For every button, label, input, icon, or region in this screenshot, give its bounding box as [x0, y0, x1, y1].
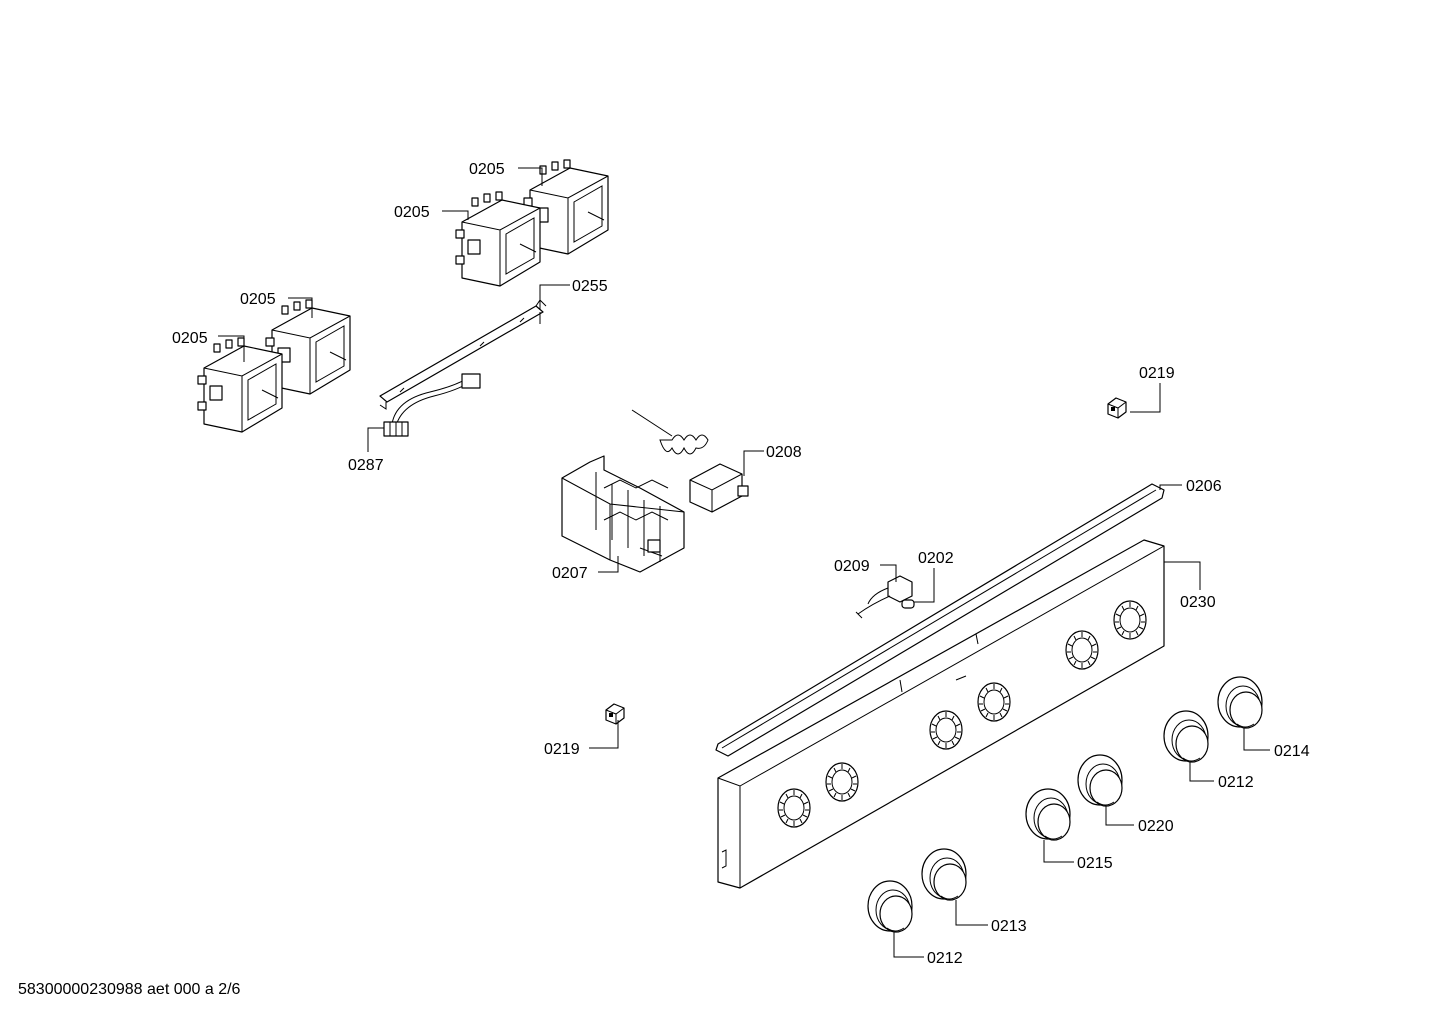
clip-0219	[1107, 397, 1127, 419]
knob-0213	[921, 848, 967, 901]
callout-label: 0205	[394, 204, 430, 221]
knob-0220	[1077, 754, 1123, 807]
callout-label: 0287	[348, 457, 384, 474]
document-reference: 58300000230988 aet 000 a 2/6	[18, 981, 241, 998]
callout-label: 0205	[469, 161, 505, 178]
thermostat-0208	[631, 409, 749, 513]
callout-label: 0209	[834, 558, 870, 575]
control-panel-0230	[717, 539, 1165, 889]
indicator-lamp-0209	[855, 575, 913, 619]
leader-lines	[218, 167, 1270, 958]
callout-label: 0206	[1186, 478, 1222, 495]
wiring-harness-0287	[383, 373, 481, 437]
callout-label: 0202	[918, 550, 954, 567]
knob-0212	[1163, 710, 1209, 763]
clip-0219	[605, 703, 625, 725]
trim-strip-0206	[715, 483, 1165, 757]
selector-switch-0205	[455, 191, 541, 287]
callout-label: 0230	[1180, 594, 1216, 611]
callout-label: 0215	[1077, 855, 1113, 872]
callout-label: 0208	[766, 444, 802, 461]
callout-label: 0205	[172, 330, 208, 347]
callout-label: 0219	[544, 741, 580, 758]
callout-label: 0220	[1138, 818, 1174, 835]
knob-0215	[1025, 788, 1071, 841]
callout-label: 0212	[927, 950, 963, 967]
callout-label: 0212	[1218, 774, 1254, 791]
callout-label: 0255	[572, 278, 608, 295]
callout-label: 0219	[1139, 365, 1175, 382]
callout-label: 0207	[552, 565, 588, 582]
callout-label: 0205	[240, 291, 276, 308]
callout-label: 0213	[991, 918, 1027, 935]
knob-0214	[1217, 676, 1263, 729]
cam-switch-0207	[561, 455, 685, 573]
selector-switch-0205	[197, 337, 283, 433]
knob-0212	[867, 880, 913, 933]
mounting-bracket-0255	[379, 299, 547, 410]
lens-0202	[901, 599, 915, 609]
callout-label: 0214	[1274, 743, 1310, 760]
